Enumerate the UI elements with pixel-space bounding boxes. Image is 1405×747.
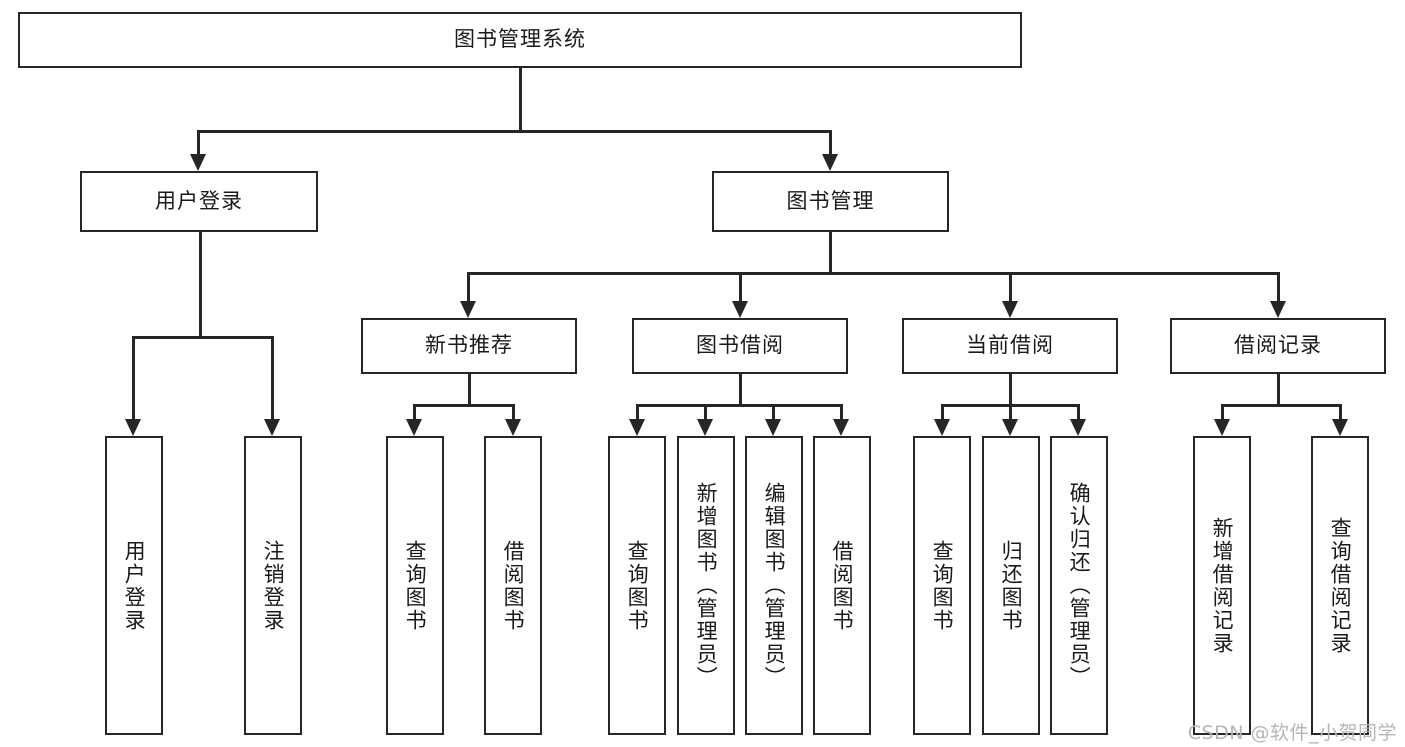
arrow-book-manage-child-0 — [460, 301, 476, 318]
connector-user-login-trunk — [199, 232, 202, 336]
node-new-book-recommend[interactable]: 新书推荐 — [361, 318, 577, 374]
arrow-book-borrow-leaf-0-stem — [636, 404, 639, 420]
node-leaf-query-book-2[interactable]: 查询图书 — [608, 436, 666, 735]
connector-book-borrow-trunk — [739, 374, 742, 404]
arrow-current-borrow-leaf-1-stem — [1009, 404, 1012, 420]
arrow-book-manage-child-1 — [732, 301, 748, 318]
arrow-new-book-recommend-leaf-0 — [406, 419, 422, 436]
node-label: 用户登录 — [122, 539, 147, 632]
connector-new-book-recommend-trunk — [468, 374, 471, 404]
node-borrow-record[interactable]: 借阅记录 — [1170, 318, 1386, 374]
connector-root-bar — [198, 130, 830, 133]
node-label: 新增借阅记录 — [1210, 516, 1235, 655]
arrow-borrow-record-leaf-0 — [1214, 419, 1230, 436]
arrow-book-borrow-leaf-1 — [697, 419, 713, 436]
node-leaf-query-book-1[interactable]: 查询图书 — [386, 436, 444, 735]
arrow-book-borrow-leaf-2-stem — [772, 404, 775, 420]
connector-borrow-record-trunk — [1277, 374, 1280, 404]
node-label: 新书推荐 — [425, 333, 513, 358]
node-root[interactable]: 图书管理系统 — [18, 12, 1022, 68]
arrow-book-borrow-leaf-1-stem — [704, 404, 707, 420]
node-leaf-return-book[interactable]: 归还图书 — [982, 436, 1040, 735]
arrow-root-child-0-stem — [197, 130, 200, 155]
arrow-user-login-leaf-0 — [125, 419, 141, 436]
node-book-borrow[interactable]: 图书借阅 — [632, 318, 848, 374]
node-leaf-logout-login[interactable]: 注销登录 — [244, 436, 302, 735]
node-label: 新增图书（管理员） — [694, 482, 719, 689]
arrow-book-borrow-leaf-3 — [833, 419, 849, 436]
connector-book-manage-trunk — [829, 232, 832, 272]
connector-book-manage-bar — [468, 272, 1278, 275]
node-label: 编辑图书（管理员） — [762, 482, 787, 689]
node-label: 归还图书 — [999, 539, 1024, 632]
arrow-new-book-recommend-leaf-1-stem — [512, 404, 515, 420]
arrow-user-login-leaf-0-stem — [132, 336, 135, 420]
node-label: 查询图书 — [930, 539, 955, 632]
node-label: 图书借阅 — [696, 333, 784, 358]
node-book-manage[interactable]: 图书管理 — [712, 171, 949, 232]
node-user-login[interactable]: 用户登录 — [80, 171, 318, 232]
connector-book-borrow-bar — [637, 404, 841, 407]
node-label: 查询借阅记录 — [1328, 516, 1353, 655]
connector-root-trunk — [519, 68, 522, 130]
node-label: 注销登录 — [261, 539, 286, 632]
connector-user-login-bar — [133, 336, 272, 339]
arrow-root-child-1 — [822, 154, 838, 171]
arrow-book-borrow-leaf-2 — [765, 419, 781, 436]
connector-borrow-record-bar — [1222, 404, 1340, 407]
node-leaf-query-book-3[interactable]: 查询图书 — [913, 436, 971, 735]
arrow-borrow-record-leaf-1-stem — [1339, 404, 1342, 420]
arrow-book-manage-child-3-stem — [1277, 272, 1280, 302]
node-leaf-user-login[interactable]: 用户登录 — [105, 436, 163, 735]
arrow-current-borrow-leaf-1 — [1002, 419, 1018, 436]
node-leaf-query-borrow-record[interactable]: 查询借阅记录 — [1311, 436, 1369, 735]
node-label: 图书管理系统 — [454, 27, 586, 52]
node-leaf-add-book[interactable]: 新增图书（管理员） — [677, 436, 735, 735]
node-leaf-add-borrow-record[interactable]: 新增借阅记录 — [1193, 436, 1251, 735]
connector-current-borrow-trunk — [1009, 374, 1012, 404]
arrow-current-borrow-leaf-2 — [1070, 419, 1086, 436]
arrow-current-borrow-leaf-0-stem — [941, 404, 944, 420]
node-label: 借阅图书 — [830, 539, 855, 632]
arrow-current-borrow-leaf-2-stem — [1077, 404, 1080, 420]
arrow-borrow-record-leaf-0-stem — [1221, 404, 1224, 420]
node-current-borrow[interactable]: 当前借阅 — [902, 318, 1118, 374]
node-leaf-confirm-return[interactable]: 确认归还（管理员） — [1050, 436, 1108, 735]
node-label: 查询图书 — [625, 539, 650, 632]
node-label: 借阅图书 — [501, 539, 526, 632]
arrow-book-manage-child-3 — [1270, 301, 1286, 318]
arrow-current-borrow-leaf-0 — [934, 419, 950, 436]
arrow-new-book-recommend-leaf-1 — [505, 419, 521, 436]
node-label: 确认归还（管理员） — [1067, 482, 1092, 689]
arrow-book-borrow-leaf-3-stem — [840, 404, 843, 420]
arrow-root-child-1-stem — [829, 130, 832, 155]
arrow-user-login-leaf-1 — [264, 419, 280, 436]
node-label: 查询图书 — [403, 539, 428, 632]
node-label: 用户登录 — [155, 188, 243, 213]
arrow-book-manage-child-2 — [1002, 301, 1018, 318]
node-leaf-edit-book[interactable]: 编辑图书（管理员） — [745, 436, 803, 735]
watermark-text: CSDN @软件_小贺同学 — [1187, 722, 1397, 744]
arrow-user-login-leaf-1-stem — [271, 336, 274, 420]
node-label: 图书管理 — [786, 188, 875, 213]
node-label: 当前借阅 — [966, 333, 1054, 358]
arrow-book-manage-child-0-stem — [467, 272, 470, 302]
node-leaf-borrow-book-1[interactable]: 借阅图书 — [484, 436, 542, 735]
arrow-new-book-recommend-leaf-0-stem — [413, 404, 416, 420]
connector-new-book-recommend-bar — [414, 404, 513, 407]
arrow-book-manage-child-1-stem — [739, 272, 742, 302]
node-label: 借阅记录 — [1234, 333, 1322, 358]
arrow-borrow-record-leaf-1 — [1332, 419, 1348, 436]
node-leaf-borrow-book-2[interactable]: 借阅图书 — [813, 436, 871, 735]
arrow-book-borrow-leaf-0 — [629, 419, 645, 436]
arrow-book-manage-child-2-stem — [1009, 272, 1012, 302]
arrow-root-child-0 — [190, 154, 206, 171]
